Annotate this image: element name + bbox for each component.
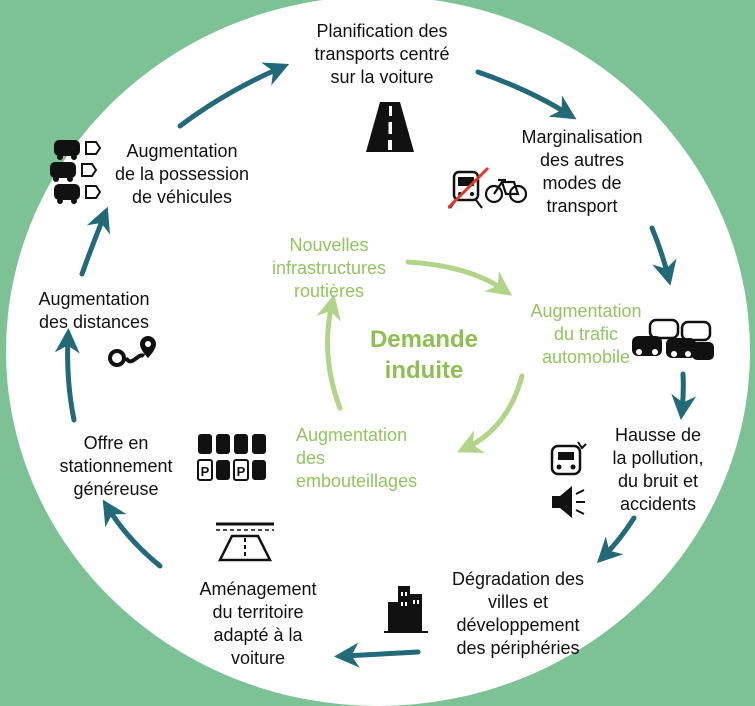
no-train-bike-icon [448, 166, 528, 210]
arrow-trafic-to-embouteillages [456, 373, 525, 453]
city-icon [384, 586, 428, 633]
label-distances: Augmentation des distances [38, 289, 150, 332]
parking-icon: P P [197, 434, 266, 481]
label-planification: Planification des transports centré sur … [314, 21, 450, 87]
arrow-planification-to-marginalisation [475, 69, 577, 120]
traffic-jam-icon [632, 318, 714, 360]
arrow-hausse-to-degradation [596, 515, 637, 564]
label-hausse: Hausse de la pollution, du bruit et acci… [612, 425, 704, 514]
svg-text:P: P [237, 464, 246, 479]
center-title: Demande induite [369, 326, 479, 384]
road-icon [216, 522, 274, 562]
arrow-distances-to-possession [79, 206, 111, 277]
label-degradation: Dégradation des villes et développement … [451, 569, 585, 658]
label-offre: Offre en stationnement généreuse [59, 433, 173, 499]
arrow-degradation-to-amenagement [334, 642, 421, 668]
arrow-amenagement-to-offre [102, 499, 163, 569]
arrow-marginalisation-to-trafic [649, 225, 677, 286]
label-trafic: Augmentation du trafic automobile [530, 301, 642, 367]
arrow-offre-to-distances [54, 328, 80, 423]
label-possession: Augmentation de la possession de véhicul… [114, 141, 250, 207]
arrow-possession-to-planification [177, 62, 290, 129]
label-amenagement: Aménagement du territoire adapté à la vo… [199, 579, 317, 668]
accident-noise-icon [550, 441, 587, 518]
arrow-nouvelles-to-trafic [405, 259, 513, 296]
label-marginalisation: Marginalisation des autres modes de tran… [521, 127, 643, 216]
route-icon [108, 336, 156, 367]
arrow-embouteillages-to-nouvelles [316, 294, 343, 411]
label-embouteillages: Augmentation des embouteillages [296, 425, 418, 491]
arrow-trafic-to-hausse [671, 371, 697, 420]
car-ownership-icon [50, 140, 102, 204]
highway-icon [366, 102, 414, 152]
svg-text:P: P [201, 464, 210, 479]
label-nouvelles: Nouvelles infrastructures routières [271, 235, 387, 301]
